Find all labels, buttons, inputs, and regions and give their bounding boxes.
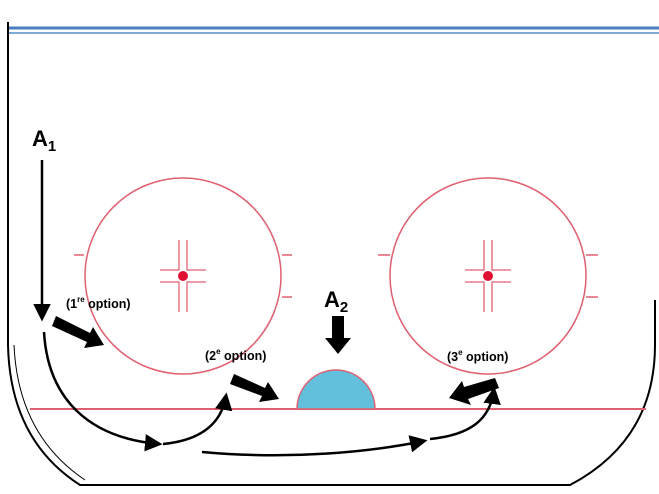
label-option2: (2e option) bbox=[205, 347, 266, 363]
label-option1: (1re option) bbox=[66, 295, 131, 311]
label-a2: A2 bbox=[324, 287, 348, 316]
a2-arrow bbox=[325, 316, 351, 354]
right-ring bbox=[378, 177, 598, 375]
label-a1: A1 bbox=[32, 126, 56, 155]
water-surface bbox=[8, 26, 659, 34]
right-ring-crosshair bbox=[465, 240, 511, 312]
left-ring-crosshair bbox=[160, 240, 206, 312]
path-curves bbox=[42, 331, 501, 457]
left-ring bbox=[74, 177, 292, 375]
label-option3: (3e option) bbox=[447, 348, 508, 364]
right-ring-center bbox=[483, 271, 493, 281]
obstacle-dome bbox=[296, 369, 376, 410]
option1-pointer-arrow bbox=[52, 316, 104, 348]
left-ring-center bbox=[178, 271, 188, 281]
vessel-outline-inner bbox=[13, 344, 86, 481]
vessel-outline bbox=[7, 22, 656, 486]
option3-pointer-arrow bbox=[449, 378, 499, 405]
option2-pointer-arrow bbox=[230, 374, 279, 402]
